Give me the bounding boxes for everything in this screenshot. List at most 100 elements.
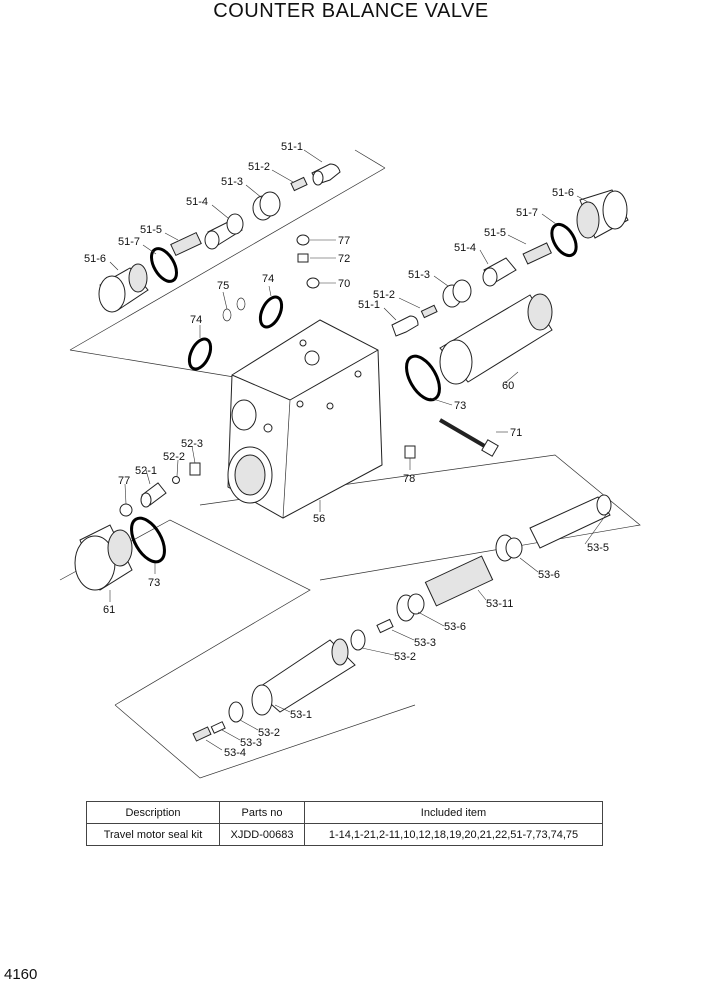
- callout-51-2-right: 51-2: [373, 289, 395, 301]
- callout-53-4: 53-4: [224, 747, 246, 759]
- callout-51-4: 51-4: [186, 196, 208, 208]
- callout-52-3: 52-3: [181, 438, 203, 450]
- part-53-6-retainer-a: [495, 534, 523, 562]
- part-51-4-sleeve: [204, 213, 244, 250]
- callout-53-3-b: 53-3: [240, 737, 262, 749]
- page-title: COUNTER BALANCE VALVE: [213, 0, 489, 22]
- callout-labels: 51-1 51-2 51-3 51-4 51-5 51-7 51-6 51-6 …: [84, 141, 609, 759]
- part-52-3-orifice: [189, 462, 201, 476]
- part-51-6-plug: [98, 263, 149, 313]
- seal-kit-table: Description Parts no Included item Trave…: [86, 801, 603, 846]
- table-row: Travel motor seal kit XJDD-00683 1-14,1-…: [86, 823, 603, 846]
- left-parts: [74, 462, 201, 591]
- part-70-plug: [306, 277, 320, 289]
- callout-53-11: 53-11: [486, 598, 513, 610]
- column-header-description: Description: [86, 801, 220, 824]
- part-51-6-plug-right: [576, 189, 629, 239]
- part-53-4-spring: [192, 726, 212, 742]
- callout-77: 77: [338, 235, 350, 247]
- callout-51-3-right: 51-3: [408, 269, 430, 281]
- callout-53-6-a: 53-6: [538, 569, 560, 581]
- part-56-valve-body: [227, 319, 383, 519]
- cell-parts-no: XJDD-00683: [219, 823, 305, 846]
- callout-74-b: 74: [190, 314, 202, 326]
- callout-51-7: 51-7: [118, 236, 140, 248]
- callout-51-1: 51-1: [281, 141, 303, 153]
- callout-74-a: 74: [262, 273, 274, 285]
- part-53-2-plug-b: [228, 701, 244, 723]
- callout-53-2-a: 53-2: [394, 651, 416, 663]
- part-53-3-pin-a: [376, 618, 394, 634]
- part-53-11-spring: [424, 555, 494, 607]
- part-77-plug: [296, 234, 310, 246]
- spool-assembly: [192, 494, 612, 742]
- callout-60: 60: [502, 380, 514, 392]
- callout-53-2-b: 53-2: [258, 727, 280, 739]
- cell-description: Travel motor seal kit: [86, 823, 220, 846]
- callout-71: 71: [510, 427, 522, 439]
- callout-56: 56: [313, 513, 325, 525]
- part-52-1-plunger: [140, 482, 167, 508]
- callout-51-7-right: 51-7: [516, 207, 538, 219]
- callout-73-a: 73: [454, 400, 466, 412]
- part-51-7-oring: [150, 247, 178, 283]
- part-51-3-seat: [252, 191, 281, 221]
- callout-52-1: 52-1: [135, 465, 157, 477]
- part-51-2-spring-right: [420, 304, 438, 319]
- part-75-oring-b: [236, 297, 246, 311]
- callout-51-4-right: 51-4: [454, 242, 476, 254]
- callout-53-3-a: 53-3: [414, 637, 436, 649]
- table-header-row: Description Parts no Included item: [86, 801, 603, 824]
- part-75-oring: [222, 308, 232, 322]
- callout-51-5: 51-5: [140, 224, 162, 236]
- callout-51-5-right: 51-5: [484, 227, 506, 239]
- part-51-4-sleeve-right: [482, 257, 517, 287]
- part-74-oring-a: [258, 295, 284, 329]
- part-53-2-plug-a: [350, 629, 366, 651]
- exploded-parts-diagram: 51-1 51-2 51-3 51-4 51-5 51-7 51-6 51-6 …: [59, 141, 641, 779]
- column-header-parts-no: Parts no: [219, 801, 305, 824]
- part-73-oring-a: [405, 354, 441, 402]
- part-52-2-ball: [172, 476, 180, 484]
- part-51-1-poppet: [311, 163, 341, 186]
- callout-77-b: 77: [118, 475, 130, 487]
- callout-78: 78: [403, 473, 415, 485]
- callout-72: 72: [338, 253, 350, 265]
- part-71-bolt: [438, 418, 499, 457]
- callout-51-6: 51-6: [84, 253, 106, 265]
- plug-parts-top: [187, 234, 320, 371]
- callout-51-6-right: 51-6: [552, 187, 574, 199]
- part-77-plug-b: [119, 503, 133, 517]
- part-51-5-spring-right: [522, 242, 552, 265]
- callout-51-3: 51-3: [221, 176, 243, 188]
- part-53-5-piston: [529, 494, 612, 549]
- column-header-included-item: Included item: [304, 801, 603, 824]
- callout-51-2: 51-2: [248, 161, 270, 173]
- part-51-5-spring: [170, 231, 202, 257]
- part-53-6-retainer-b: [396, 593, 425, 622]
- part-73-oring-b: [130, 516, 166, 564]
- callout-70: 70: [338, 278, 350, 290]
- valve-assembly-right: [391, 189, 629, 385]
- cell-included-item: 1-14,1-21,2-11,10,12,18,19,20,21,22,51-7…: [304, 823, 603, 846]
- callout-73-b: 73: [148, 577, 160, 589]
- leader-lines: [109, 149, 609, 751]
- callout-51-1-right: 51-1: [358, 299, 380, 311]
- valve-assembly-left: [98, 163, 341, 313]
- part-51-7-oring-right: [550, 222, 578, 258]
- callout-53-6-b: 53-6: [444, 621, 466, 633]
- callout-75: 75: [217, 280, 229, 292]
- part-51-1-poppet-right: [391, 315, 419, 337]
- callout-52-2: 52-2: [163, 451, 185, 463]
- part-53-1-spool: [251, 638, 356, 716]
- part-72-orifice: [297, 253, 309, 263]
- part-74-oring-b: [187, 337, 213, 371]
- part-78-plug: [404, 445, 416, 459]
- callout-53-5: 53-5: [587, 542, 609, 554]
- part-61-cap: [74, 524, 133, 591]
- page-number: 4160: [4, 966, 38, 983]
- part-60-cap: [439, 293, 553, 385]
- callout-53-1: 53-1: [290, 709, 312, 721]
- part-51-2-spring: [290, 176, 308, 192]
- callout-61: 61: [103, 604, 115, 616]
